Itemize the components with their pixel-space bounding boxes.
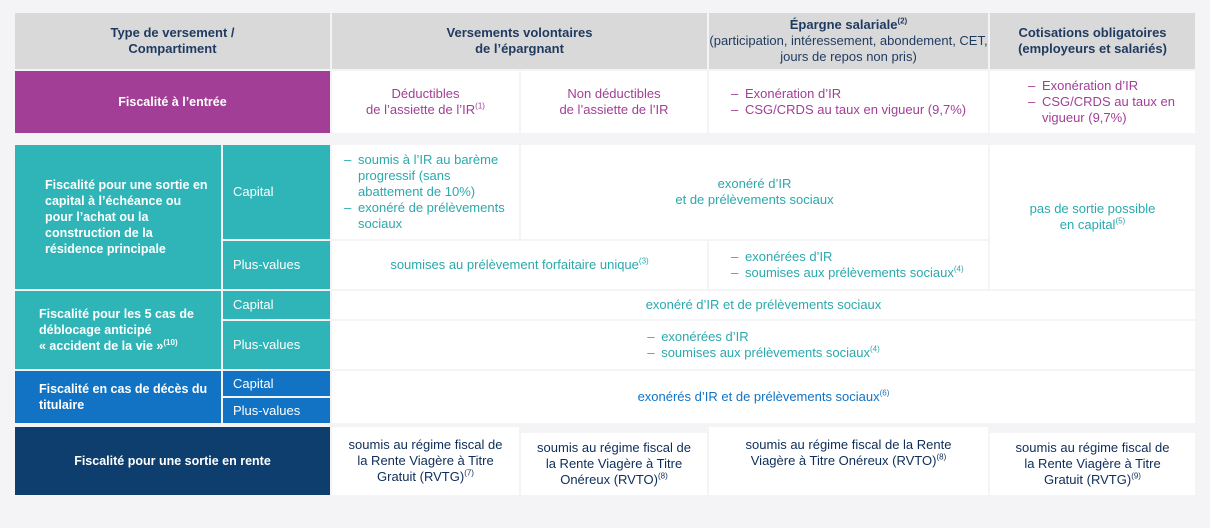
- header-col3-line1: Cotisations obligatoires: [1018, 25, 1167, 40]
- row-label-sortie-capital: Fiscalité pour une sortie en capital à l…: [15, 145, 221, 289]
- sortie-pv-epargne-item: exonérées d’IR: [731, 249, 964, 265]
- entry-cotisations: Exonération d’IR CSG/CRDS au taux en vig…: [990, 71, 1195, 133]
- sortie-capital-line2: et de prélèvements sociaux: [675, 192, 834, 207]
- entry-deductibles-line2: de l’assiette de l’IR: [366, 102, 476, 117]
- sublabel-capital: Capital: [223, 145, 330, 239]
- deblocage-sub-capital: Capital: [233, 297, 274, 312]
- entry-nondeductibles-line2: de l’assiette de l’IR: [559, 102, 669, 117]
- rente-c2-sup: (8): [658, 471, 668, 481]
- deces-label: Fiscalité en cas de décès du titulaire: [39, 382, 208, 412]
- header-col0-line1: Type de versement /: [110, 25, 235, 40]
- sortie-sub-capital: Capital: [233, 184, 274, 199]
- header-col0-line2: Compartiment: [128, 41, 217, 56]
- deces-sub-plusvalues: Plus-values: [233, 402, 301, 418]
- entry-cotis-item: Exonération d’IR: [1028, 78, 1181, 94]
- deblocage-plus-values: exonérées d’IR soumises aux prélèvements…: [332, 321, 1195, 369]
- sortie-cotis-line1: pas de sortie possible: [1029, 201, 1156, 216]
- sortie-pv-epargne-item: soumises aux prélèvements sociaux: [745, 265, 954, 280]
- deces-sub-capital: Capital: [233, 375, 274, 391]
- sortie-cotis-line2: en capital: [1059, 217, 1116, 232]
- deblocage-label-line1: Fiscalité pour les 5 cas de: [39, 307, 194, 321]
- sortie-pv-text: soumises au prélèvement forfaitaire uniq…: [390, 257, 639, 272]
- rente-c2: soumis au régime fiscal de la Rente Viag…: [537, 440, 691, 487]
- header-col2-sup: (2): [897, 16, 908, 26]
- sortie-pv-epargne: exonérées d’IR soumises aux prélèvements…: [709, 241, 988, 289]
- deces-sublabel-capital: Capital: [223, 371, 330, 396]
- header-epargne-salariale: Épargne salariale(2) (participation, int…: [709, 13, 988, 69]
- row-label-deblocage: Fiscalité pour les 5 cas de déblocage an…: [15, 291, 221, 369]
- rente-rvtg-cotisations: soumis au régime fiscal de la Rente Viag…: [990, 433, 1195, 495]
- sublabel-plus-values: Plus-values: [223, 241, 330, 289]
- deblocage-label-line3: « accident de la vie »: [39, 339, 164, 353]
- deblocage-sub-plusvalues: Plus-values: [233, 337, 301, 352]
- deblocage-sublabel-plus-values: Plus-values: [223, 321, 330, 369]
- sortie-cotis-sup: (5): [1115, 216, 1126, 226]
- rente-c4: soumis au régime fiscal de la Rente Viag…: [1015, 440, 1170, 487]
- deces-sup: (6): [879, 388, 890, 398]
- deces-sublabel-plus-values: Plus-values: [223, 398, 330, 423]
- deblocage-pv-item: soumises aux prélèvements sociaux: [661, 345, 871, 360]
- header-col1-line1: Versements volontaires: [446, 25, 593, 40]
- header-col3-line2: (employeurs et salariés): [1018, 41, 1167, 56]
- deblocage-label-sup: (10): [163, 337, 178, 347]
- row-label-rente: Fiscalité pour une sortie en rente: [15, 427, 330, 495]
- entry-epargne-item: Exonération d’IR: [731, 86, 966, 102]
- deblocage-capital-text: exonéré d’IR et de prélèvements sociaux: [645, 297, 882, 312]
- rente-rvto-volontaire: soumis au régime fiscal de la Rente Viag…: [521, 433, 707, 495]
- row-entry-label: Fiscalité à l’entrée: [118, 95, 227, 109]
- entry-epargne-item: CSG/CRDS au taux en vigueur (9,7%): [731, 102, 966, 118]
- deblocage-label-line2: déblocage anticipé: [39, 323, 152, 337]
- entry-deductibles-sup: (1): [475, 101, 485, 111]
- rente-rvtg-volontaire: soumis au régime fiscal de la Rente Viag…: [332, 427, 519, 495]
- rente-c1-sup: (7): [464, 468, 474, 478]
- deblocage-pv-item: exonérées d’IR: [647, 329, 880, 345]
- rente-c4-sup: (9): [1131, 471, 1141, 481]
- sortie-pv-epargne-sup: (4): [953, 264, 964, 274]
- rente-rvto-epargne: soumis au régime fiscal de la Rente Viag…: [709, 427, 988, 495]
- deblocage-pv-sup: (4): [870, 344, 880, 354]
- sortie-sub-plusvalues: Plus-values: [233, 257, 301, 272]
- rente-c3: soumis au régime fiscal de la Rente Viag…: [745, 437, 952, 468]
- header-col2-sub: (participation, intéressement, abondemen…: [709, 33, 988, 64]
- entry-nondeductibles-line1: Non déductibles: [567, 86, 661, 101]
- rente-c3-sup: (8): [936, 452, 947, 462]
- rente-label: Fiscalité pour une sortie en rente: [74, 454, 271, 468]
- row-label-deces: Fiscalité en cas de décès du titulaire: [15, 371, 221, 423]
- sortie-pv-volontaire: soumises au prélèvement forfaitaire uniq…: [332, 241, 707, 289]
- sortie-deductible-item: soumis à l’IR au barème progressif (sans…: [344, 152, 513, 200]
- header-col1-line2: de l’épargnant: [475, 41, 564, 56]
- rente-c1: soumis au régime fiscal de la Rente Viag…: [348, 437, 503, 484]
- entry-cotis-item: CSG/CRDS au taux en vigueur (9,7%): [1028, 94, 1181, 126]
- deces-text-cell: exonérés d’IR et de prélèvements sociaux…: [332, 371, 1195, 423]
- sortie-capital-deductibles: soumis à l’IR au barème progressif (sans…: [332, 145, 519, 239]
- header-cotisations-obligatoires: Cotisations obligatoires(employeurs et s…: [990, 13, 1195, 69]
- deblocage-sublabel-capital: Capital: [223, 291, 330, 319]
- sortie-capital-line1: exonéré d’IR: [717, 176, 792, 191]
- deces-text: exonérés d’IR et de prélèvements sociaux: [637, 389, 880, 404]
- row-label-fiscalite-entree: Fiscalité à l’entrée: [15, 71, 330, 133]
- deblocage-capital: exonéré d’IR et de prélèvements sociaux: [332, 291, 1195, 319]
- header-col2-title: Épargne salariale: [789, 17, 898, 32]
- sortie-pv-sup: (3): [638, 256, 649, 266]
- header-type-versement: Type de versement /Compartiment: [15, 13, 330, 69]
- row-sortie-label: Fiscalité pour une sortie en capital à l…: [45, 178, 208, 256]
- sortie-deductible-item: exonéré de prélèvements sociaux: [344, 200, 513, 232]
- entry-deductibles-line1: Déductibles: [391, 86, 460, 101]
- entry-epargne: Exonération d’IR CSG/CRDS au taux en vig…: [709, 71, 988, 133]
